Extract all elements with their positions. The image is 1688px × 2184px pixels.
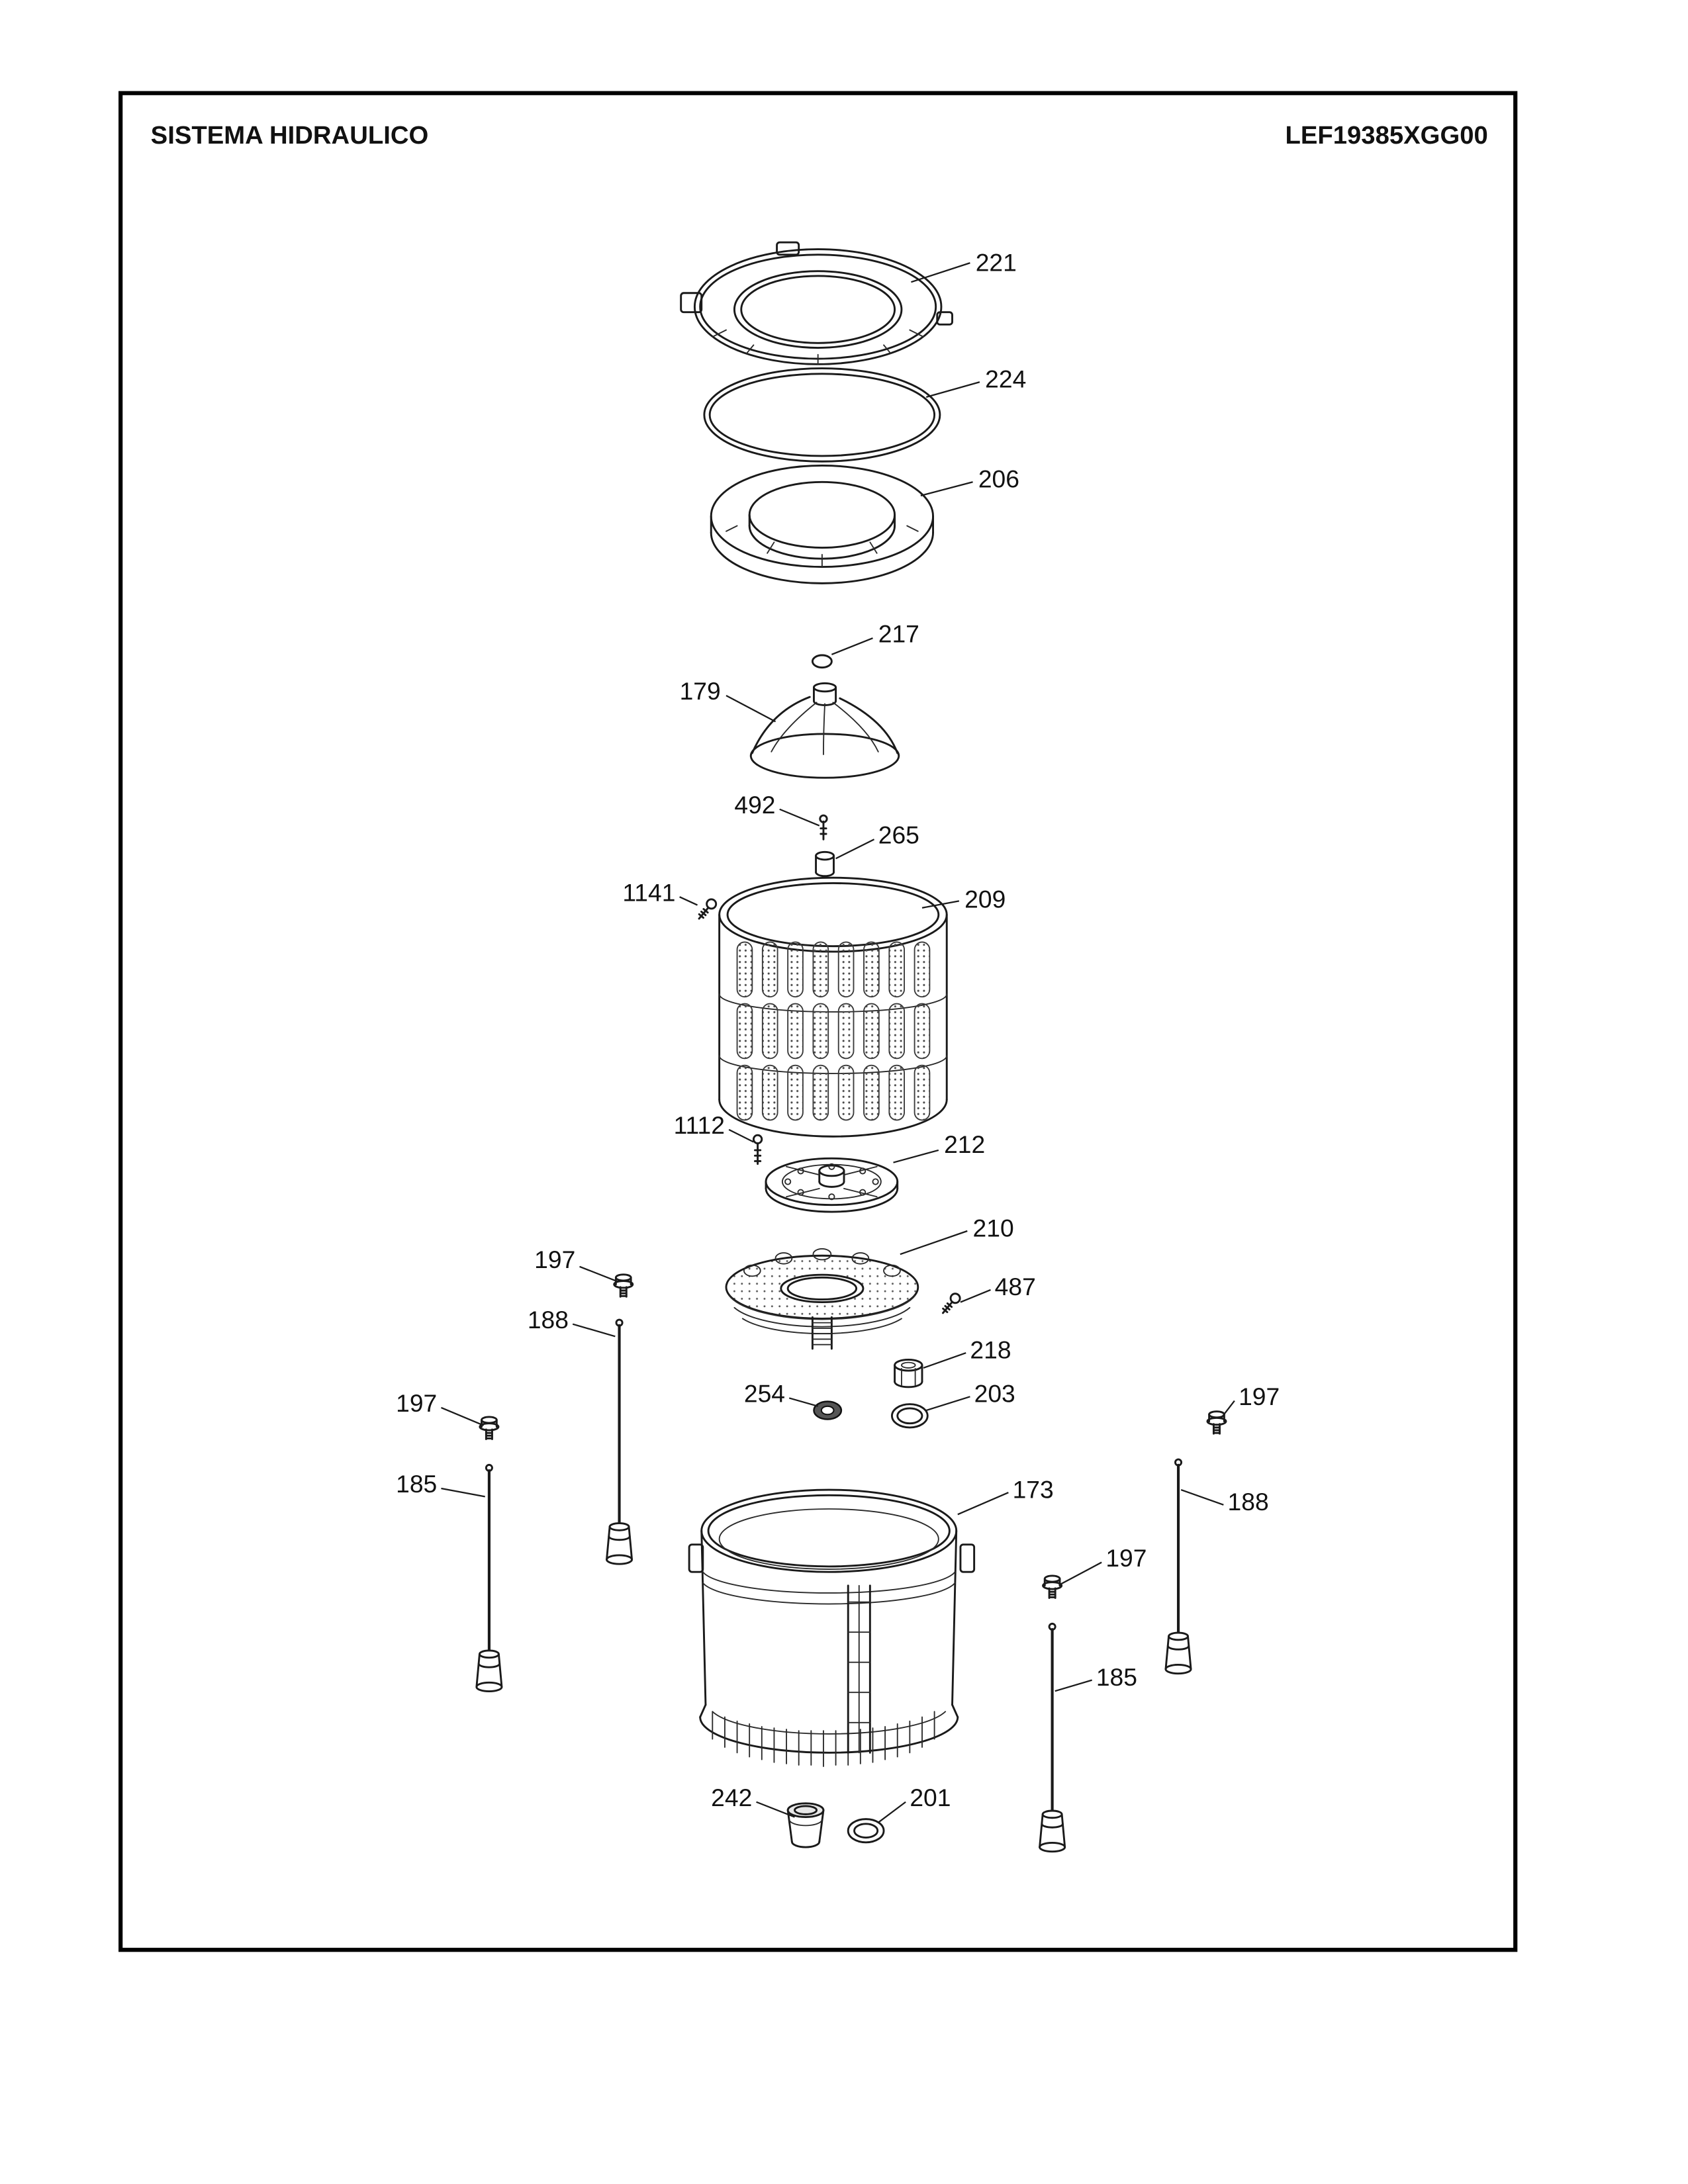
part-221-tub-cover-ring xyxy=(680,241,953,365)
leader-201 xyxy=(878,1801,906,1823)
leader-206 xyxy=(920,481,973,497)
part-487-screw xyxy=(938,1291,963,1317)
leader-188-left xyxy=(572,1323,616,1338)
callout-218: 218 xyxy=(970,1336,1011,1363)
leader-265 xyxy=(835,839,875,860)
part-217-cap xyxy=(811,654,833,669)
callout-185-right: 185 xyxy=(1096,1663,1137,1691)
part-206-tub-cover xyxy=(710,465,934,584)
rod-cup-188-left xyxy=(606,1522,633,1565)
callout-197-c: 197 xyxy=(1239,1383,1280,1410)
suspension-bolt-197-a xyxy=(613,1273,634,1298)
callout-221: 221 xyxy=(976,249,1017,277)
leader-224 xyxy=(925,381,980,398)
part-492-screw xyxy=(819,814,828,841)
callout-217: 217 xyxy=(878,619,919,647)
part-173-outer-tub xyxy=(688,1488,976,1767)
suspension-bolt-197-d xyxy=(1042,1574,1063,1599)
leader-179 xyxy=(726,695,776,723)
part-254-seal xyxy=(813,1400,843,1420)
callout-254: 254 xyxy=(744,1380,785,1408)
leader-1112 xyxy=(728,1128,754,1143)
doc-number: LEF19385XGG00 xyxy=(1285,121,1487,150)
callout-212: 212 xyxy=(944,1130,985,1158)
rod-cup-185-left xyxy=(475,1649,503,1693)
part-1112-screw xyxy=(752,1134,763,1165)
callout-206: 206 xyxy=(978,465,1019,493)
leader-209 xyxy=(921,900,960,909)
callout-197-a: 197 xyxy=(534,1246,575,1273)
callout-188-right: 188 xyxy=(1228,1488,1269,1516)
part-265-stud xyxy=(815,850,835,878)
leader-1141 xyxy=(679,896,698,906)
leader-197-c xyxy=(1220,1400,1235,1420)
leader-218 xyxy=(923,1352,966,1369)
callout-487: 487 xyxy=(995,1273,1036,1300)
callout-197-b: 197 xyxy=(396,1389,437,1417)
leader-185-left xyxy=(441,1487,485,1498)
leader-242 xyxy=(756,1801,795,1818)
leader-173 xyxy=(957,1492,1009,1516)
part-210-basket-base xyxy=(725,1248,919,1350)
callout-188-left: 188 xyxy=(528,1306,569,1334)
callout-224: 224 xyxy=(985,365,1026,393)
callout-242: 242 xyxy=(711,1784,752,1811)
leader-492 xyxy=(779,808,820,827)
callout-179: 179 xyxy=(680,677,721,705)
callout-201: 201 xyxy=(910,1784,951,1811)
part-201-ring xyxy=(847,1818,885,1844)
part-212-drive-hub xyxy=(765,1157,899,1213)
callout-492: 492 xyxy=(734,791,775,819)
callout-203: 203 xyxy=(974,1380,1015,1408)
leader-254 xyxy=(788,1397,818,1407)
leader-197-a xyxy=(579,1265,618,1283)
leader-221 xyxy=(911,262,970,283)
page-border xyxy=(118,91,1518,1952)
callout-265: 265 xyxy=(878,821,919,848)
callout-1112: 1112 xyxy=(674,1111,725,1139)
callout-197-d: 197 xyxy=(1105,1544,1147,1572)
suspension-bolt-197-b xyxy=(479,1416,500,1440)
page-title: SISTEMA HIDRAULICO xyxy=(151,121,429,150)
callout-185-left: 185 xyxy=(396,1470,437,1498)
leader-210 xyxy=(900,1230,968,1255)
part-179-agitator-cap xyxy=(749,682,900,779)
leader-487 xyxy=(960,1289,991,1303)
suspension-rod-185-right xyxy=(1048,1622,1056,1812)
callout-1141: 1141 xyxy=(622,878,675,906)
leader-188-right xyxy=(1180,1488,1224,1506)
suspension-rod-188-left xyxy=(615,1318,624,1524)
part-242-damper xyxy=(786,1802,825,1848)
part-218-hub-nut xyxy=(894,1359,923,1388)
rod-cup-188-right xyxy=(1164,1631,1192,1675)
part-203-washer xyxy=(890,1403,929,1429)
suspension-rod-188-right xyxy=(1174,1458,1183,1634)
leader-197-d xyxy=(1060,1561,1102,1585)
callout-210: 210 xyxy=(973,1214,1014,1242)
part-209-spin-basket xyxy=(718,876,948,1138)
leader-203 xyxy=(925,1396,970,1412)
part-224-cover-gasket xyxy=(703,367,941,463)
suspension-rod-185-left xyxy=(485,1463,493,1652)
rod-cup-185-right xyxy=(1039,1809,1066,1853)
leader-217 xyxy=(831,637,873,656)
leader-185-right xyxy=(1055,1679,1092,1692)
callout-209: 209 xyxy=(964,886,1006,913)
leader-212 xyxy=(893,1149,939,1163)
callout-173: 173 xyxy=(1013,1475,1054,1503)
leader-197-b xyxy=(441,1406,485,1426)
part-1141-screw xyxy=(694,896,720,923)
